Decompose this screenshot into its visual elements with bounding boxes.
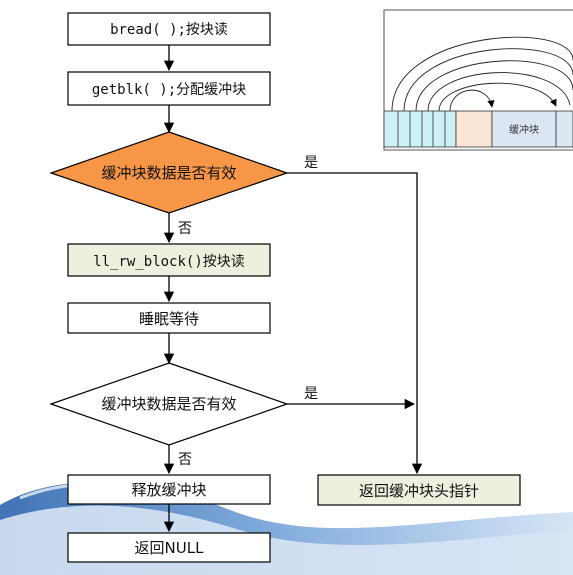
decision-1-yes-label: 是 (304, 155, 318, 171)
ll-rw-block-label: ll_rw_block()按块读 (93, 253, 245, 270)
decision-buffer-valid-2: 缓冲块数据是否有效 (49, 362, 289, 446)
decision-buffer-valid-1: 缓冲块数据是否有效 (49, 131, 289, 214)
release-buffer-label: 释放缓冲块 (131, 481, 206, 499)
decision-2-no-label: 否 (178, 452, 192, 468)
connectors (163, 45, 423, 533)
decision-1-no-label: 否 (178, 221, 192, 237)
decision-1-label: 缓冲块数据是否有效 (101, 164, 236, 182)
box-return-null: 返回NULL (67, 532, 271, 563)
box-sleep-wait: 睡眠等待 (67, 302, 271, 334)
buffer-inset-diagram: 缓冲块 (383, 9, 573, 151)
sleep-wait-label: 睡眠等待 (139, 310, 199, 328)
bread-label: bread( );按块读 (110, 21, 228, 38)
return-pointer-label: 返回缓冲块头指针 (359, 482, 479, 500)
getblk-label: getblk( );分配缓冲块 (92, 82, 246, 98)
inset-buffer-label: 缓冲块 (509, 123, 539, 136)
box-bread: bread( );按块读 (67, 12, 271, 46)
box-release-buffer: 释放缓冲块 (67, 474, 271, 505)
decision-2-label: 缓冲块数据是否有效 (101, 395, 236, 413)
box-return-buffer-pointer: 返回缓冲块头指针 (317, 474, 521, 506)
decision-2-yes-label: 是 (304, 386, 318, 402)
return-null-label: 返回NULL (135, 539, 205, 557)
box-ll-rw-block: ll_rw_block()按块读 (67, 243, 271, 277)
box-getblk: getblk( );分配缓冲块 (67, 71, 271, 106)
